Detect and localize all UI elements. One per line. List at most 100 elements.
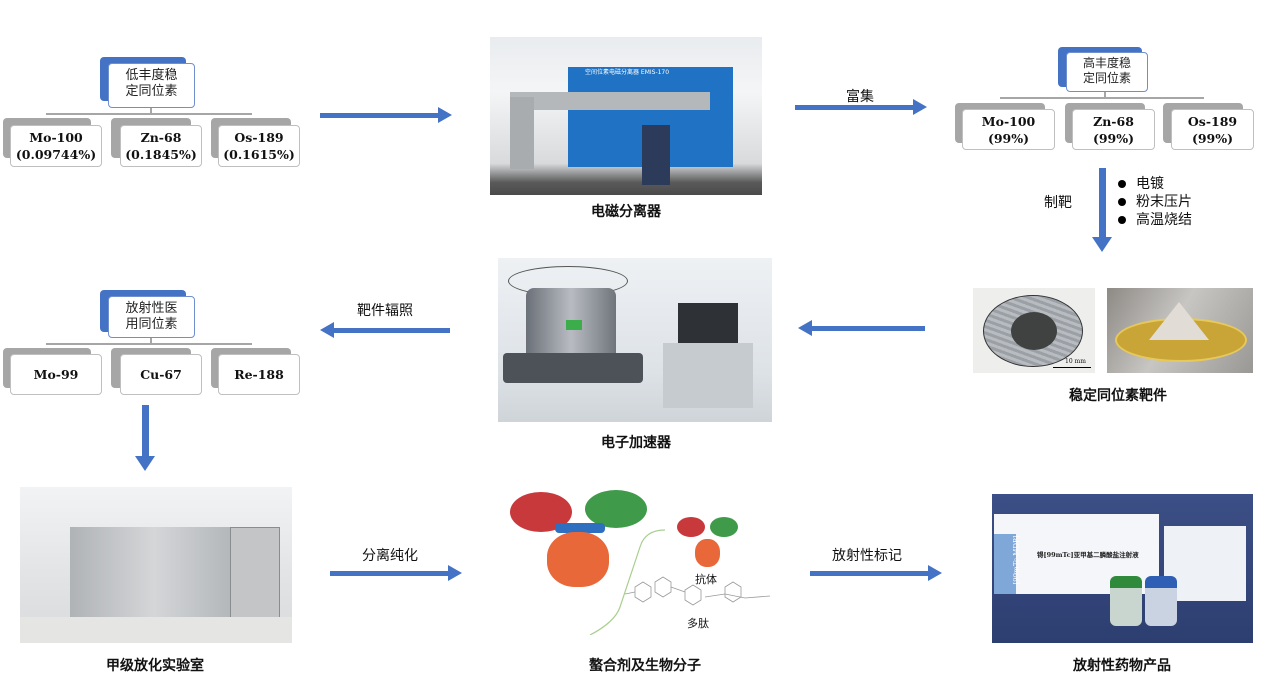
info-board <box>642 125 670 185</box>
accelerator-ring <box>503 353 643 383</box>
brace-line <box>589 529 666 635</box>
peptide-structure <box>625 576 771 606</box>
caption-lab: 甲级放化实验室 <box>106 658 204 674</box>
isotope-name: Zn-68 <box>140 130 182 145</box>
vial-blue <box>1145 576 1177 626</box>
arrow-make-target <box>1092 168 1112 252</box>
pressed-target-photo <box>1107 288 1253 373</box>
arrow-right <box>320 107 452 123</box>
isotope-name: Mo-99 <box>33 367 79 382</box>
bullet-icon <box>1118 216 1126 224</box>
method-item: 电镀 <box>1118 175 1192 193</box>
isotope-node: Os-189(99%) <box>1171 109 1254 150</box>
connector <box>150 108 152 114</box>
isotope-name: Mo-100 <box>29 130 83 145</box>
label-antibody: 抗体 <box>695 573 717 586</box>
isotope-name: Os-189 <box>1187 113 1238 129</box>
method-item: 高温烧结 <box>1118 211 1192 229</box>
caption-product: 放射性药物产品 <box>1073 658 1171 674</box>
radiochemistry-lab-photo <box>20 487 292 643</box>
isotope-node: Mo-100 (0.09744%) <box>10 125 102 167</box>
isotope-name: Re-188 <box>234 367 284 382</box>
isotope-node: Cu-67 <box>120 354 202 395</box>
caption-accelerator: 电子加速器 <box>601 435 671 451</box>
electron-accelerator-photo <box>498 258 772 422</box>
label-make-target: 制靶 <box>1044 195 1072 211</box>
isotope-name: Os-189 <box>234 130 284 145</box>
isotope-abundance: (99%) <box>1191 130 1234 146</box>
isotope-abundance: (99%) <box>1092 130 1135 146</box>
box-side-label <box>994 534 1016 594</box>
header-line: 定同位素 <box>1082 71 1131 85</box>
target-deposit <box>1011 312 1057 350</box>
tree-header: 放射性医 用同位素 <box>108 296 195 338</box>
header-line: 放射性医 <box>125 301 178 316</box>
target-methods-list: 电镀 粉末压片 高温烧结 <box>1118 175 1192 229</box>
caption-targets: 稳定同位素靶件 <box>1069 388 1167 404</box>
arrow-irradiate <box>320 322 450 338</box>
arrow-down <box>135 405 155 471</box>
vial-green <box>1110 576 1142 626</box>
header-line: 定同位素 <box>125 84 178 99</box>
label-peptide: 多肽 <box>687 617 709 630</box>
isotope-node: Zn-68(99%) <box>1072 109 1155 150</box>
logo-badge <box>566 320 582 330</box>
electromagnetic-separator-photo: 空间位素电磁分离器 EMIS-170 <box>490 37 762 195</box>
small-antibody-green <box>710 517 738 537</box>
antibody-fab-green <box>585 490 647 528</box>
separator-duct <box>510 97 534 169</box>
method-item: 粉末压片 <box>1118 193 1192 211</box>
isotope-name: Cu-67 <box>140 367 182 382</box>
arrow-left <box>798 320 925 336</box>
isotope-node: Os-189 (0.1615%) <box>218 125 300 167</box>
separator-duct <box>510 92 710 110</box>
isotope-abundance: (0.1845%) <box>125 147 197 162</box>
box-side-text: [99mTc-MDP] <box>1012 535 1021 585</box>
label-purify: 分离纯化 <box>362 548 418 564</box>
connector <box>46 343 252 345</box>
bullet-icon <box>1118 180 1126 188</box>
connector <box>150 338 152 344</box>
connector <box>46 113 252 115</box>
caption-molecules: 螯合剂及生物分子 <box>589 658 701 674</box>
connector <box>1000 97 1204 99</box>
powder-cone <box>1149 302 1209 340</box>
scale-bar <box>1053 367 1091 368</box>
method-text: 电镀 <box>1136 176 1164 192</box>
isotope-abundance: (0.1615%) <box>223 147 295 162</box>
antibody-fc <box>547 532 609 587</box>
isotope-name: Zn-68 <box>1093 113 1134 129</box>
label-radiolabel: 放射性标记 <box>832 548 902 564</box>
connector <box>1104 92 1106 98</box>
separator-sign: 空间位素电磁分离器 EMIS-170 <box>585 69 670 76</box>
header-line: 用同位素 <box>125 317 178 332</box>
antibody-hinge <box>555 523 605 533</box>
header-line: 高丰度稳 <box>1082 56 1131 70</box>
small-antibody-red <box>677 517 705 537</box>
header-line: 低丰度稳 <box>125 68 178 83</box>
chelators-biomolecules-graphic: 抗体 多肽 <box>505 487 790 635</box>
caption-separator: 电磁分离器 <box>591 204 661 220</box>
radiopharmaceutical-product-photo: [99mTc-MDP] 锝[99mTc]亚甲基二膦酸盐注射液 <box>992 494 1253 643</box>
label-enrich: 富集 <box>846 89 874 105</box>
scale-bar-label: 10 mm <box>1065 358 1086 365</box>
electroplated-target-photo: 10 mm <box>973 288 1095 373</box>
label-irradiate: 靶件辐照 <box>357 303 413 319</box>
isotope-name: Mo-100 <box>981 113 1036 129</box>
arrow-label <box>810 565 942 581</box>
beam-cabinet <box>663 343 753 408</box>
isotope-abundance: (0.09744%) <box>15 147 97 162</box>
tree-header: 高丰度稳 定同位素 <box>1066 52 1148 92</box>
isotope-node: Re-188 <box>218 354 300 395</box>
arrow-enrich <box>795 99 927 115</box>
isotope-node: Mo-100(99%) <box>962 109 1055 150</box>
method-text: 粉末压片 <box>1136 194 1192 210</box>
product-box-small <box>1164 526 1246 601</box>
isotope-node: Mo-99 <box>10 354 102 395</box>
bullet-icon <box>1118 198 1126 206</box>
small-antibody-fc <box>695 539 720 567</box>
isotope-abundance: (99%) <box>987 130 1030 146</box>
method-text: 高温烧结 <box>1136 212 1192 228</box>
product-name: 锝[99mTc]亚甲基二膦酸盐注射液 <box>1037 551 1139 559</box>
lab-floor <box>20 617 292 643</box>
